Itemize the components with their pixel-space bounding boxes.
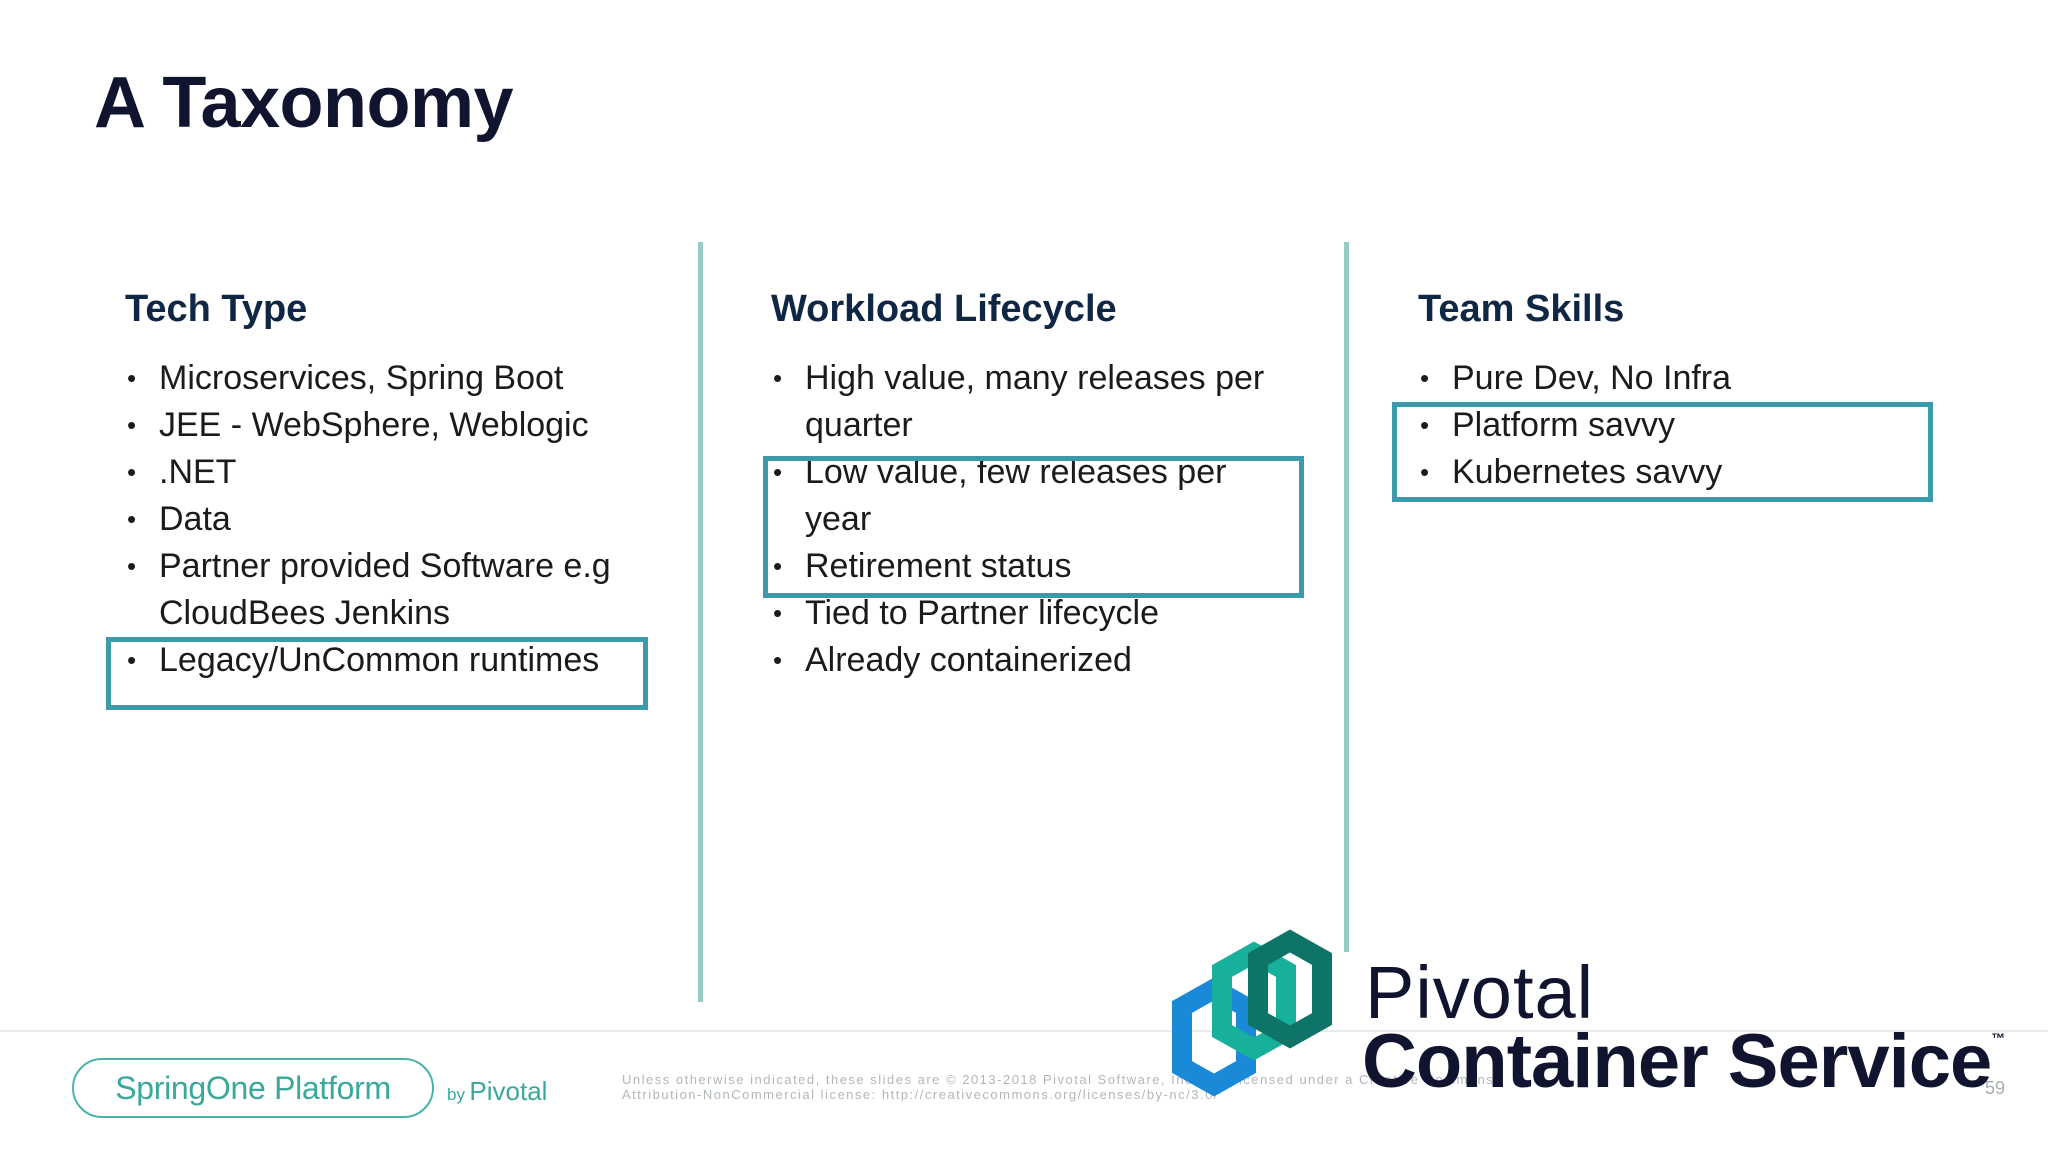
- license-line: Attribution-NonCommercial license: http:…: [622, 1087, 1219, 1102]
- list-item: .NET: [125, 449, 685, 496]
- list-item: Microservices, Spring Boot: [125, 355, 685, 402]
- list-item: Legacy/UnCommon runtimes: [125, 637, 685, 684]
- column-divider-2: [1344, 242, 1349, 952]
- by-label: by: [447, 1085, 465, 1104]
- highlight-box-legacy-runtimes: [106, 637, 648, 710]
- trademark-symbol: ™: [1991, 1030, 2005, 1046]
- column-heading: Team Skills: [1418, 288, 1625, 330]
- bullet-list: High value, many releases per quarter Lo…: [771, 355, 1331, 684]
- list-item: Already containerized: [771, 637, 1331, 684]
- list-item: Pure Dev, No Infra: [1418, 355, 1978, 402]
- springone-platform-logo: SpringOne Platform: [72, 1058, 434, 1118]
- column-workload-lifecycle: Workload Lifecycle High value, many rele…: [771, 285, 1331, 684]
- bullet-list: Pure Dev, No Infra Platform savvy Kubern…: [1418, 355, 1978, 496]
- column-heading: Workload Lifecycle: [771, 288, 1117, 330]
- logo-hexagon-darkteal: [1248, 929, 1332, 1049]
- column-divider-1: [698, 242, 703, 1002]
- highlight-box-low-value-retirement: [763, 456, 1304, 598]
- by-pivotal-logo: by Pivotal: [447, 1076, 547, 1107]
- list-item: Kubernetes savvy: [1418, 449, 1978, 496]
- pks-hexagon-logo-icon: [1172, 929, 1332, 1097]
- list-item: Data: [125, 496, 685, 543]
- column-tech-type: Tech Type Microservices, Spring Boot JEE…: [125, 285, 685, 684]
- list-item: Partner provided Software e.g CloudBees …: [125, 543, 639, 637]
- list-item: Platform savvy: [1418, 402, 1978, 449]
- page-number: 59: [1985, 1078, 2006, 1098]
- highlight-box-platform-kubernetes: [1392, 402, 1933, 502]
- springone-label: SpringOne Platform: [115, 1069, 391, 1106]
- list-item: Tied to Partner lifecycle: [771, 590, 1331, 637]
- pks-logo-word-container-service: Container Service™: [1362, 1018, 2005, 1105]
- column-team-skills: Team Skills Pure Dev, No Infra Platform …: [1418, 285, 1978, 496]
- footer-divider: [0, 1030, 2048, 1032]
- pks-logo-word-pivotal: Pivotal: [1365, 951, 1595, 1034]
- bullet-list: Microservices, Spring Boot JEE - WebSphe…: [125, 355, 685, 684]
- list-item: High value, many releases per quarter: [771, 355, 1285, 449]
- list-item: Retirement status: [771, 543, 1331, 590]
- list-item: JEE - WebSphere, Weblogic: [125, 402, 685, 449]
- pks-logo-title: Container Service: [1362, 1019, 1992, 1104]
- column-heading: Tech Type: [125, 288, 308, 330]
- pivotal-label: Pivotal: [469, 1076, 548, 1106]
- license-line: Unless otherwise indicated, these slides…: [622, 1072, 1495, 1087]
- slide-title: A Taxonomy: [94, 63, 514, 143]
- license-notice: Unless otherwise indicated, these slides…: [622, 1072, 1522, 1102]
